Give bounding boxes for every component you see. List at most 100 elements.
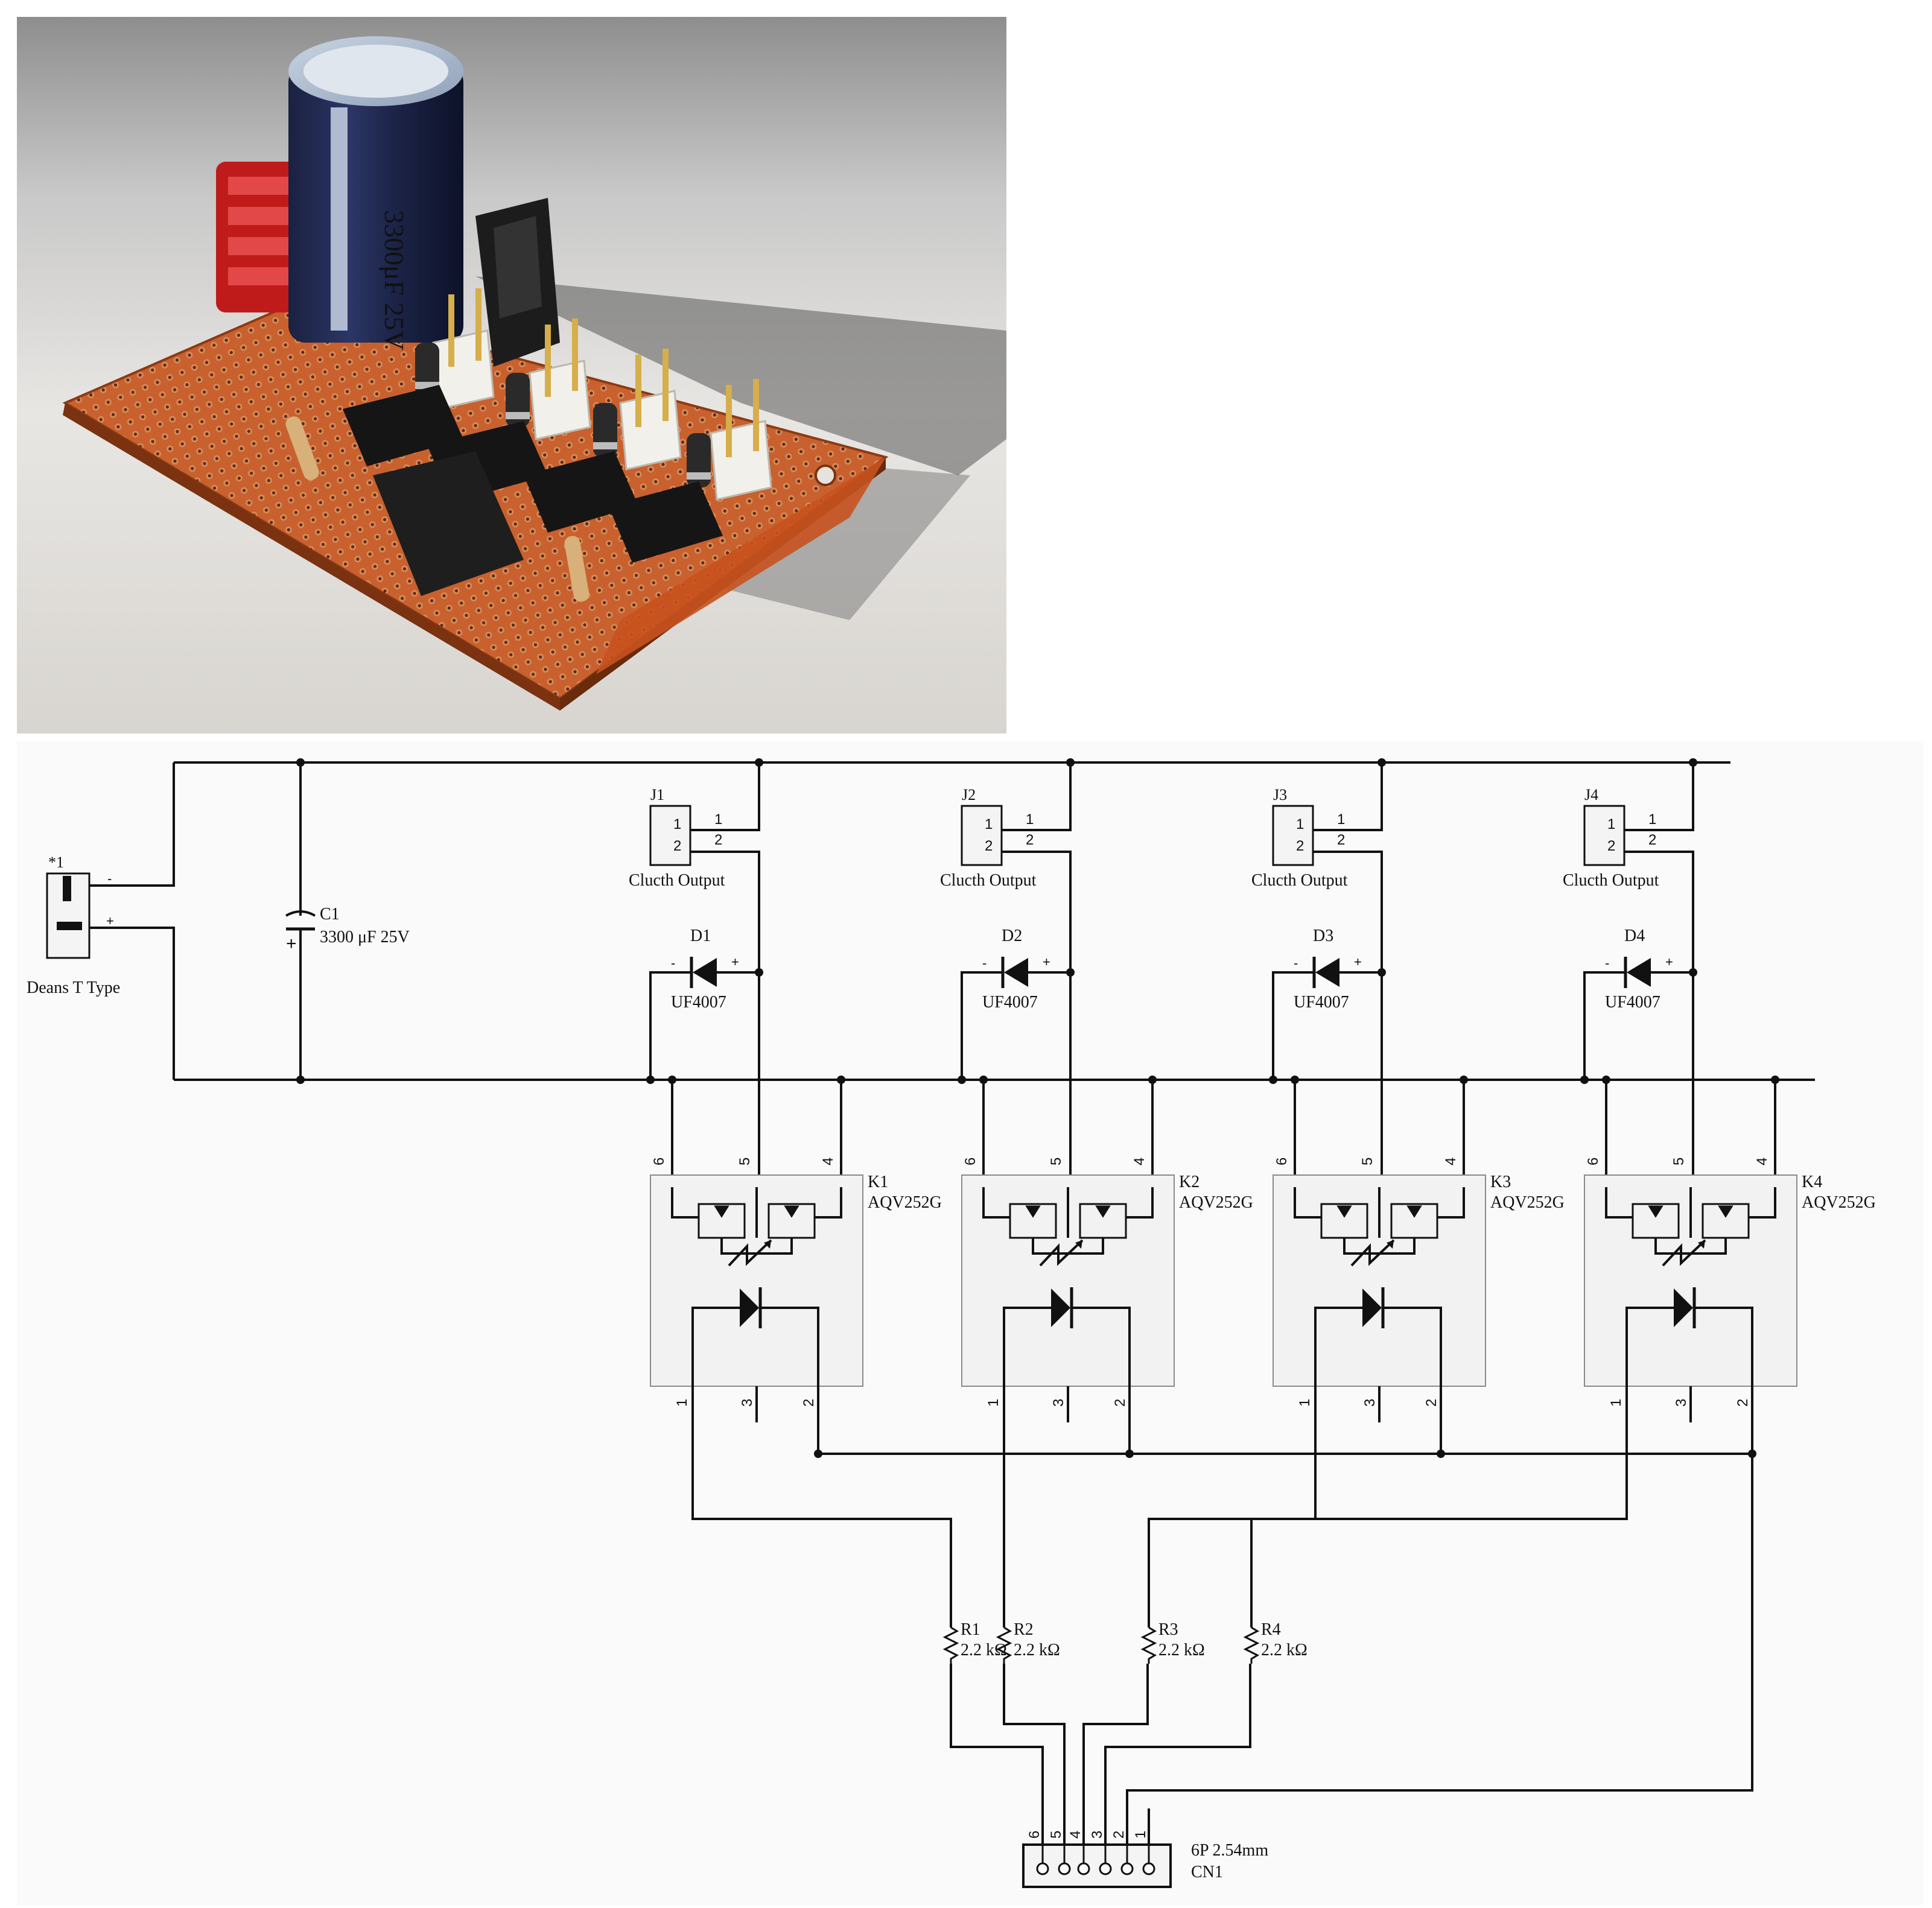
junction-dot xyxy=(958,1076,966,1084)
wire xyxy=(1624,762,1694,831)
diode-part: UF4007 xyxy=(982,993,1038,1012)
relay-pin-2: 2 xyxy=(1112,1399,1128,1407)
diode-pin-minus: - xyxy=(1294,956,1298,971)
diode-ref: D3 xyxy=(1313,927,1333,945)
resistor-r1 xyxy=(942,1626,959,1664)
junction-dot xyxy=(1689,758,1697,767)
relay-pin-5: 5 xyxy=(1048,1158,1064,1165)
junction-dot xyxy=(1066,758,1075,767)
connector-pin-label: 2 xyxy=(673,838,681,854)
relay-pin-4: 4 xyxy=(1131,1158,1148,1165)
connector-pin-label: 1 xyxy=(673,816,681,832)
power-connector: *1 - + Deans T Type xyxy=(27,854,120,997)
connector-ref: J4 xyxy=(1584,786,1598,803)
wire xyxy=(982,1187,1010,1219)
diode-pin-plus: + xyxy=(731,954,739,969)
connector-pin-label: 2 xyxy=(1296,838,1304,854)
connector-pin-number: 1 xyxy=(1026,811,1034,828)
relay-part: AQV252G xyxy=(1179,1193,1253,1212)
relay-pin-6: 6 xyxy=(651,1158,667,1165)
wire xyxy=(1383,1307,1442,1454)
diode-pin-minus: - xyxy=(671,956,675,971)
light-arrow-head xyxy=(1075,1240,1082,1249)
wire xyxy=(649,971,691,1080)
connector-pin-number: 2 xyxy=(1337,832,1345,848)
diode-part: UF4007 xyxy=(1605,993,1660,1012)
relay-pin-4: 4 xyxy=(820,1158,836,1165)
relay-led xyxy=(1674,1288,1693,1327)
relay-ref: K3 xyxy=(1490,1173,1511,1191)
wire xyxy=(1313,851,1383,1199)
deans-connector xyxy=(216,162,307,312)
relay-ref: K2 xyxy=(1179,1173,1200,1191)
resistor-r4 xyxy=(1243,1626,1260,1664)
relay-ref: K1 xyxy=(868,1173,888,1191)
connector-label: Clucth Output xyxy=(940,871,1037,890)
body-diode xyxy=(714,1205,729,1218)
connector-pin-number: 1 xyxy=(1337,811,1345,828)
cn1-pin-6 xyxy=(1036,1862,1049,1875)
wire xyxy=(815,1187,842,1219)
c1-polarity: + xyxy=(286,934,297,954)
connector-pin-label: 1 xyxy=(1296,816,1304,832)
relay-pin-1: 1 xyxy=(1297,1399,1313,1407)
wire xyxy=(1272,971,1314,1080)
wire xyxy=(1694,1307,1753,1454)
cn1-pin-2 xyxy=(1120,1862,1134,1875)
connector-pin-number: 1 xyxy=(714,811,722,828)
connector-j1 xyxy=(649,805,691,866)
wire xyxy=(1003,1307,1051,1404)
relay-pin-2: 2 xyxy=(1423,1399,1440,1407)
relay-pin-4: 4 xyxy=(1443,1158,1459,1165)
diode-ref: D2 xyxy=(1002,927,1022,945)
connector-label: Clucth Output xyxy=(1251,871,1348,890)
relay-pin-2: 2 xyxy=(1735,1399,1751,1407)
wire xyxy=(691,1404,952,1628)
c1-value: 3300 μF 25V xyxy=(320,928,410,946)
resistor-value: 2.2 kΩ xyxy=(1014,1641,1060,1659)
electrolytic-capacitor: 3300μF 25V xyxy=(288,36,463,350)
wire xyxy=(1625,1307,1674,1404)
schematic: *1 - + Deans T Type + C1 3300 μF 25V J11… xyxy=(17,741,1924,1905)
junction-dot xyxy=(1269,1076,1277,1084)
body-diode xyxy=(784,1205,799,1218)
diode-pin-plus: + xyxy=(1043,954,1050,969)
relay-pin-6: 6 xyxy=(1274,1158,1290,1165)
junction-dot xyxy=(755,758,763,767)
junction-dot xyxy=(646,1076,655,1084)
power-pin-minus: - xyxy=(107,871,112,886)
cn1-ref: CN1 xyxy=(1191,1863,1223,1881)
resistor-ref: R2 xyxy=(1014,1620,1034,1639)
connector-ref: J3 xyxy=(1273,786,1287,803)
light-arrow-head xyxy=(1387,1240,1394,1249)
diodes xyxy=(415,343,711,487)
body-diode xyxy=(1648,1205,1663,1218)
wire xyxy=(1437,1187,1465,1219)
relay-pin-4: 4 xyxy=(1754,1158,1770,1165)
connector-pin-number: 1 xyxy=(1648,811,1656,828)
body-diode xyxy=(1718,1205,1733,1218)
rail-left-link xyxy=(71,927,175,1080)
wire xyxy=(1749,1187,1776,1219)
junction-dot xyxy=(755,968,763,977)
relay-mosfets xyxy=(1294,1187,1465,1255)
diode-part: UF4007 xyxy=(1294,993,1349,1012)
cn1-pin-5 xyxy=(1058,1862,1071,1875)
diode-pin-minus: - xyxy=(1605,956,1609,971)
connector-pin-number: 2 xyxy=(714,832,722,848)
diode-d2 xyxy=(1004,958,1028,987)
resistor-r2 xyxy=(996,1626,1012,1664)
relay-pin-2: 2 xyxy=(801,1399,817,1407)
resistor-value: 2.2 kΩ xyxy=(1261,1641,1308,1659)
cn1-pin-number: 4 xyxy=(1067,1831,1084,1839)
resistors xyxy=(285,416,589,602)
perfboard-edge xyxy=(63,403,560,711)
wire xyxy=(728,1239,772,1267)
resistor-ref: R3 xyxy=(1158,1620,1178,1639)
connector-pin-label: 1 xyxy=(985,816,993,832)
junction-dot xyxy=(1378,968,1386,977)
